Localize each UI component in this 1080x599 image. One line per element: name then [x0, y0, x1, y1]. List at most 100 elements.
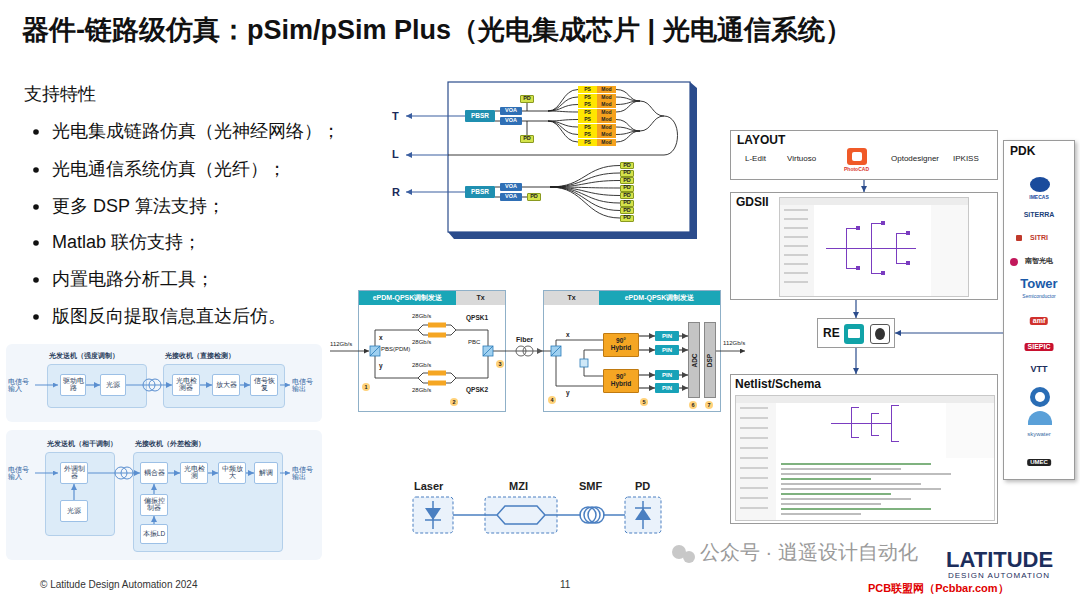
box-label: PD	[623, 163, 631, 169]
box-label: PD	[623, 208, 631, 214]
screen-detail	[740, 497, 768, 499]
callout-number: 7	[705, 401, 713, 409]
panel-item: PhotoCAD	[844, 167, 869, 173]
panel-heading: 光接收机（直接检测）	[165, 352, 235, 359]
photodiode-box: PIN	[655, 345, 679, 355]
panel-item: Semiconductor	[1022, 294, 1055, 300]
screen-detail	[780, 198, 968, 205]
modulator-label: Mod	[597, 86, 616, 93]
splitter-box: PBSR	[465, 186, 495, 198]
screen-detail	[784, 254, 808, 256]
panel-item: IPKISS	[953, 155, 979, 164]
connector	[208, 472, 218, 473]
modulator-label: Mod	[597, 94, 616, 101]
text-label: y	[379, 362, 383, 369]
screen-detail	[781, 493, 891, 495]
detector-box: PD	[527, 193, 541, 201]
text-label: 28Gb/s	[412, 313, 431, 320]
text-label: Matlab 联仿支持；	[52, 232, 201, 253]
connector	[679, 335, 688, 336]
vertical-label: DSP	[707, 353, 714, 366]
attenuator-box: VOA	[500, 193, 522, 201]
link-figure	[425, 501, 651, 529]
box-label: 耦合器	[144, 470, 165, 477]
group-panel: 光接收机（外差检测）耦合器光电检测中频放大解调偏振控制器本振LD	[133, 452, 283, 552]
splitter-box: PBSR	[465, 110, 495, 122]
screen-detail	[931, 205, 968, 296]
connector	[639, 349, 655, 350]
connector	[895, 332, 1003, 333]
process-box: 本振LD	[140, 524, 168, 544]
screen-detail	[875, 328, 885, 340]
process-box: 偏振控制器	[140, 494, 168, 516]
text-label: 电信号输入	[8, 466, 32, 481]
box-label: PBSR	[471, 113, 489, 120]
chip-frame	[448, 82, 690, 232]
mzi-box	[485, 497, 557, 533]
screen-detail	[851, 407, 852, 437]
screen-detail	[781, 463, 931, 465]
process-box: 外调制器	[60, 462, 88, 484]
process-box: 放大器	[212, 374, 240, 396]
callout-number: 5	[640, 398, 648, 406]
screen-detail	[736, 403, 776, 520]
screen-detail	[781, 473, 951, 475]
panel-item: IMECAS	[1029, 195, 1048, 201]
screen-detail	[740, 437, 768, 439]
modulator-label: Mod	[597, 116, 616, 123]
connector	[88, 472, 140, 473]
optic-parts	[370, 323, 588, 386]
screen-detail	[1016, 235, 1022, 241]
block-diagram-lines	[35, 379, 290, 479]
text-label: 光电集成链路仿真（光神经网络）；	[52, 121, 340, 142]
box-label: 放大器	[216, 382, 237, 389]
link-optics	[330, 325, 745, 386]
screen-detail	[1010, 258, 1018, 266]
text-label: y	[566, 389, 570, 396]
screen-detail	[891, 405, 892, 441]
connector	[240, 384, 250, 385]
screen-detail	[784, 218, 808, 220]
group-panel: 光发送机（相干调制）外调制器光源	[45, 452, 115, 536]
wechat-icon	[672, 545, 695, 563]
modulator-label: PS	[578, 139, 597, 146]
screen-detail	[896, 263, 906, 264]
box-label: 外调制器	[62, 466, 86, 480]
box-label: PD	[523, 96, 531, 102]
group-panel: 光发送机（强度调制）驱动电路光源	[47, 364, 147, 408]
box-label: PD	[623, 178, 631, 184]
text-label: L	[392, 148, 399, 161]
text-label: 11	[560, 579, 570, 591]
screen-detail	[831, 423, 891, 424]
box-label: PD	[623, 185, 631, 191]
modulator-row: PSMod	[578, 116, 616, 123]
text-label: 28Gb/s	[412, 387, 431, 394]
modulator-label: PS	[578, 124, 597, 131]
screen-detail	[740, 507, 768, 509]
text-label: 光电通信系统仿真（光纤）；	[52, 159, 286, 180]
text-label: PBC	[468, 339, 480, 346]
diagram-ground	[6, 430, 322, 560]
screen-detail	[906, 261, 910, 265]
text-label: 更多 DSP 算法支持；	[52, 196, 225, 217]
screen-detail	[848, 329, 860, 338]
screen-detail	[740, 467, 768, 469]
screen-detail	[856, 226, 860, 230]
text-label: 支持特性	[24, 84, 96, 105]
screen-detail	[871, 435, 879, 436]
box-label: PD	[530, 194, 538, 200]
detector-box: PD	[620, 162, 634, 169]
box-label: PBSR	[471, 189, 489, 196]
box-label: PD	[623, 200, 631, 206]
connector	[495, 111, 500, 112]
connector	[168, 472, 180, 473]
panel-heading: 光发送机（强度调制）	[49, 352, 119, 359]
box-label: 90° Hybrid	[605, 338, 637, 352]
gds-panel: GDSII	[730, 192, 998, 300]
box-label: 90° Hybrid	[605, 374, 637, 388]
panel-item: amf	[1030, 317, 1048, 325]
connector	[495, 121, 500, 122]
box-label: PIN	[662, 347, 672, 353]
modulator-label: Mod	[597, 101, 616, 108]
